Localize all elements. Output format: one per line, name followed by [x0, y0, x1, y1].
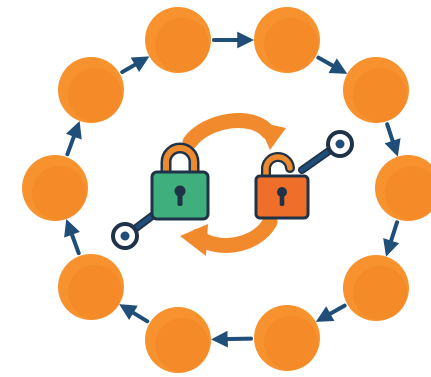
ring-arrow — [64, 218, 81, 256]
cycle-arrowhead-bottom — [180, 224, 208, 256]
ring-node — [375, 155, 431, 221]
ring-node — [58, 57, 124, 123]
ring-arrow — [384, 122, 401, 157]
ring-arrow — [210, 330, 254, 348]
ring-node — [145, 307, 211, 373]
ring-node — [254, 305, 320, 371]
ring-arrows — [64, 31, 401, 348]
cycle-arrow-top — [182, 113, 276, 150]
cycle-arrowhead-top — [258, 122, 286, 150]
ring-arrow — [120, 56, 150, 75]
ring-arrow — [315, 303, 347, 322]
ring-node — [22, 155, 88, 221]
ring-nodes — [22, 7, 431, 373]
ring-node — [145, 7, 211, 73]
padlock-open-icon — [254, 152, 310, 220]
ring-arrow — [119, 304, 150, 324]
ring-node — [58, 254, 124, 320]
cycle-arrows — [180, 113, 286, 256]
cycle-arrow-bottom — [190, 214, 278, 253]
ring-node — [343, 255, 409, 321]
ring-arrow — [383, 220, 400, 257]
ring-node — [343, 57, 409, 123]
ring-arrow — [316, 55, 348, 74]
padlock-closed-icon — [150, 142, 210, 221]
ring-node — [254, 7, 320, 73]
ring-arrow — [65, 120, 82, 157]
key-line-right — [298, 130, 354, 174]
